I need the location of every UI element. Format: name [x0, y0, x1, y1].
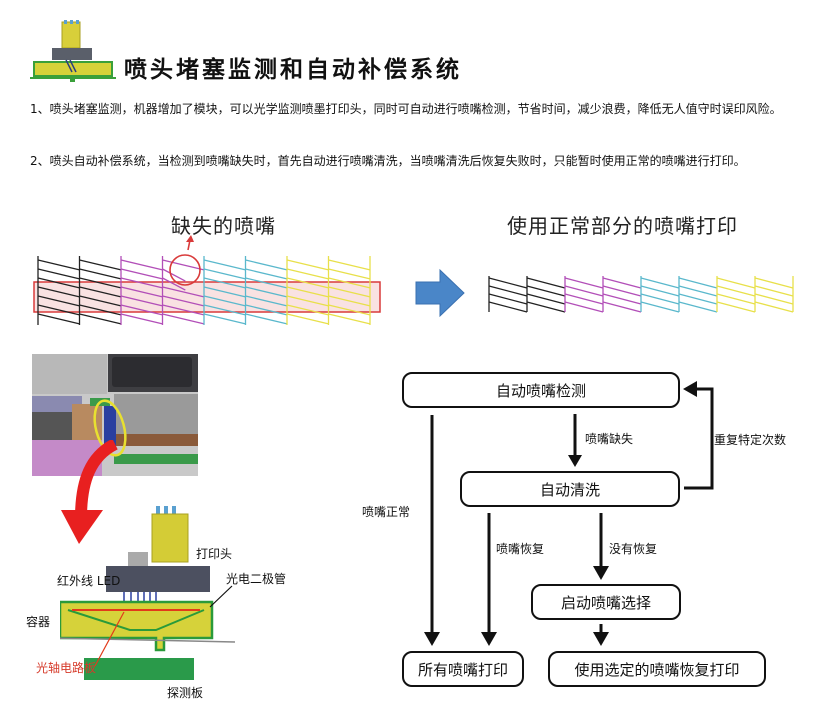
edge-label-not-recovered: 没有恢复 — [609, 542, 658, 556]
flow-node-label: 使用选定的喷嘴恢复打印 — [574, 660, 740, 679]
printer-interior-photo — [32, 354, 198, 476]
flow-node-label: 自动清洗 — [539, 480, 600, 499]
flow-node-print-selected: 使用选定的喷嘴恢复打印 — [548, 651, 766, 687]
edge-label-repeat: 重复特定次数 — [714, 433, 787, 447]
nozzle-check-pattern-missing — [33, 235, 381, 325]
nozzle-block — [286, 256, 329, 325]
normal-nozzle-caption: 使用正常部分的喷嘴打印 — [507, 214, 738, 238]
missing-nozzle-caption: 缺失的喷嘴 — [171, 214, 276, 238]
flow-node-print-all: 所有喷嘴打印 — [402, 651, 524, 687]
nozzle-block — [754, 276, 794, 313]
page-title: 喷头堵塞监测和自动补偿系统 — [124, 57, 462, 83]
description-paragraph-1: 1、喷头堵塞监测，机器增加了模块，可以光学监测喷墨打印头，同时可自动进行喷嘴检测… — [30, 102, 782, 116]
nozzle-block — [526, 276, 566, 313]
label-photodiode: 光电二极管 — [226, 572, 287, 586]
nozzle-block — [78, 256, 122, 325]
edge-label-missing: 喷嘴缺失 — [585, 432, 634, 446]
nozzle-block — [203, 256, 246, 325]
nozzle-block — [640, 276, 680, 313]
label-ir-led: 红外线 LED — [57, 574, 121, 588]
flow-node-label: 所有喷嘴打印 — [417, 660, 508, 679]
edge-label-recovered: 喷嘴恢复 — [496, 542, 545, 556]
nozzle-check-pattern-normal — [488, 276, 794, 313]
print-head-module-icon — [30, 20, 116, 82]
flow-node-label: 启动喷嘴选择 — [560, 593, 651, 612]
zoom-in-arrow-icon — [61, 440, 118, 544]
nozzle-block — [37, 256, 80, 325]
flow-node-nozzle-select: 启动喷嘴选择 — [531, 584, 681, 620]
nozzle-block — [564, 276, 604, 313]
flow-node-auto-detect: 自动喷嘴检测 — [402, 372, 680, 408]
label-print-head: 打印头 — [196, 547, 233, 561]
label-container: 容器 — [26, 615, 51, 629]
nozzle-block — [327, 256, 371, 325]
transition-arrow-icon — [415, 268, 465, 318]
sensor-module-diagram — [60, 506, 236, 680]
nozzle-block — [120, 256, 163, 325]
flow-node-auto-clean: 自动清洗 — [460, 471, 680, 507]
nozzle-block — [161, 256, 205, 325]
nozzle-block — [678, 276, 718, 313]
edge-label-normal: 喷嘴正常 — [362, 505, 411, 519]
nozzle-block — [716, 276, 756, 313]
description-paragraph-2: 2、喷头自动补偿系统，当检测到喷嘴缺失时，首先自动进行喷嘴清洗，当喷嘴清洗后恢复… — [30, 154, 746, 168]
nozzle-block — [602, 276, 642, 313]
flow-node-label: 自动喷嘴检测 — [495, 381, 586, 400]
nozzle-block — [488, 276, 528, 313]
label-detector-board: 探测板 — [167, 686, 204, 700]
label-optical-board: 光轴电路板 — [36, 661, 97, 675]
missing-nozzle-marker — [169, 254, 201, 286]
nozzle-block — [244, 256, 288, 325]
